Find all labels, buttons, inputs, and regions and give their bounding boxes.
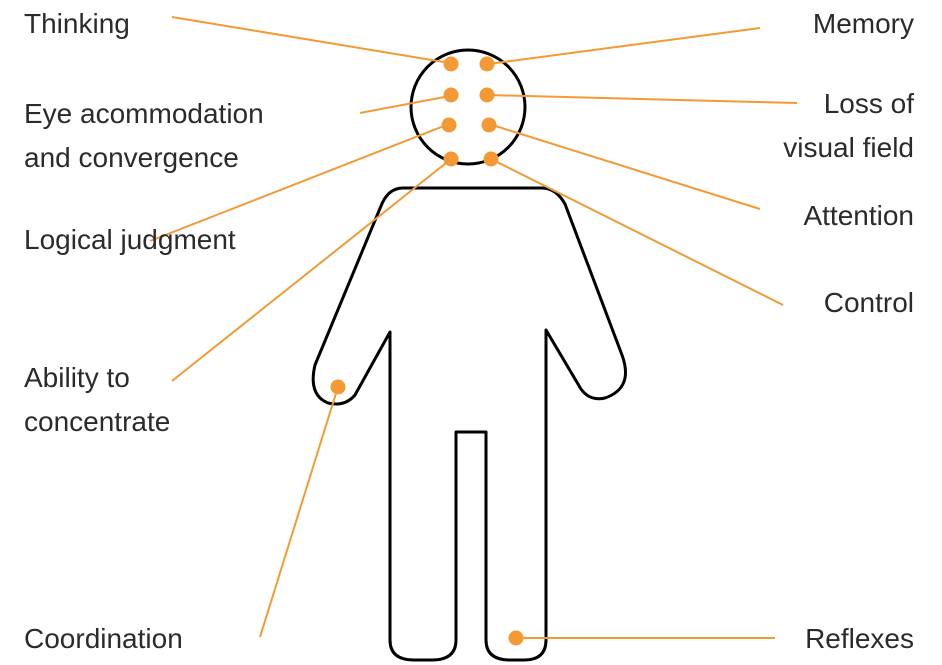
dot-eye xyxy=(443,87,459,103)
connector-loss xyxy=(486,94,798,104)
figure-head xyxy=(409,48,527,166)
connector-logical xyxy=(149,123,450,242)
label-loss-line-2: visual field xyxy=(783,132,914,163)
label-logical-judgment: Logical judgment xyxy=(24,224,236,255)
label-thinking: Thinking xyxy=(24,8,130,39)
dot-thinking xyxy=(443,56,459,72)
connector-attention xyxy=(488,123,761,210)
label-ability-line-2: concentrate xyxy=(24,406,171,437)
dot-reflexes xyxy=(508,630,524,646)
connector-eye xyxy=(359,95,451,114)
label-reflexes: Reflexes xyxy=(805,623,914,654)
dot-loss xyxy=(479,87,495,103)
connector-ability xyxy=(171,158,452,382)
figure-body xyxy=(311,186,627,662)
label-ability-line-1: Ability to xyxy=(24,362,130,393)
connector-coordination xyxy=(259,386,339,638)
dot-coordination xyxy=(330,379,346,395)
label-loss-of-visual-field: Loss of visual field xyxy=(783,82,914,170)
label-ability-to-concentrate: Ability to concentrate xyxy=(24,356,170,444)
label-control: Control xyxy=(823,287,914,318)
dot-memory xyxy=(479,56,495,72)
label-eye-line-2: and convergence xyxy=(24,142,239,173)
dot-attention xyxy=(481,117,497,133)
connector-memory xyxy=(487,27,761,65)
connector-thinking xyxy=(171,16,451,64)
dot-logical xyxy=(441,117,457,133)
label-eye-line-1: Eye acommodation xyxy=(24,98,264,129)
label-attention: Attention xyxy=(803,200,914,231)
label-eye-accommodation: Eye acommodation and convergence xyxy=(24,92,264,180)
dot-ability xyxy=(443,151,459,167)
connector-control xyxy=(490,158,784,306)
label-loss-line-1: Loss of xyxy=(823,88,914,119)
dot-control xyxy=(483,151,499,167)
label-memory: Memory xyxy=(812,8,914,39)
label-coordination: Coordination xyxy=(24,623,183,654)
